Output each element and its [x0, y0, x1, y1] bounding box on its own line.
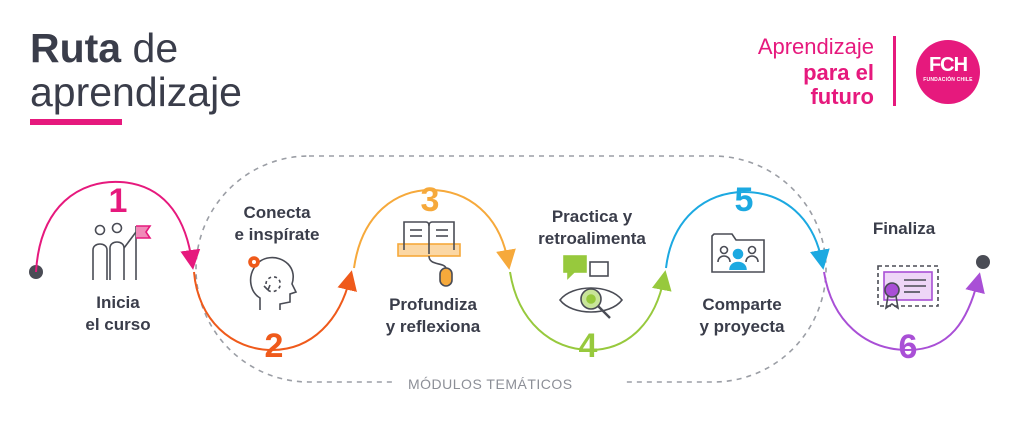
path-segment-2 — [193, 270, 357, 352]
eye-chat-icon — [558, 255, 624, 319]
step-2-line1: Conecta — [243, 203, 311, 222]
step-number-4: 4 — [579, 327, 598, 365]
step-1-line2: el curso — [85, 315, 151, 334]
step-5-line1: Comparte — [702, 295, 782, 314]
modules-label: MÓDULOS TEMÁTICOS — [408, 376, 573, 392]
step-4-line1: Practica y — [551, 207, 633, 226]
step-number-1: 1 — [109, 182, 128, 220]
page-title: Ruta de — [30, 26, 178, 70]
step-number-5: 5 — [735, 181, 754, 219]
step-3-line1: Profundiza — [389, 295, 477, 314]
folder-people-icon — [711, 233, 765, 273]
path-segment-5 — [665, 190, 830, 270]
step-label-2: Conecta e inspírate — [222, 202, 332, 246]
tagline-line1: Aprendizaje — [757, 34, 874, 59]
title-rest: de — [132, 25, 179, 71]
logo-subtext: FUNDACIÓN CHILE — [923, 77, 973, 83]
people-flag-icon — [92, 222, 152, 280]
path-segment-3 — [353, 188, 516, 270]
step-1-line1: Inicia — [96, 293, 140, 312]
title-bold: Ruta — [30, 25, 122, 71]
tagline-line3: futuro — [810, 84, 874, 109]
certificate-icon — [877, 265, 939, 310]
step-4-line2: retroalimenta — [538, 229, 646, 248]
modules-label-bg — [396, 370, 624, 392]
step-3-line2: y reflexiona — [385, 317, 481, 336]
path-segment-4 — [509, 270, 672, 352]
step-label-6: Finaliza — [856, 218, 952, 240]
step-label-5: Comparte y proyecta — [680, 294, 804, 338]
step-6-line1: Finaliza — [872, 219, 936, 238]
page-title-line2: aprendizaje — [30, 69, 242, 115]
step-label-4: Practica y retroalimenta — [522, 206, 662, 250]
step-label-3: Profundiza y reflexiona — [370, 294, 496, 338]
step-number-2: 2 — [265, 327, 284, 365]
title-underline — [30, 119, 122, 125]
step-2-line2: e inspírate — [234, 225, 320, 244]
step-5-line2: y proyecta — [699, 317, 785, 336]
head-gear-icon — [248, 256, 298, 310]
step-number-6: 6 — [899, 328, 918, 366]
path-segment-1 — [35, 180, 201, 273]
fch-logo: FCH FUNDACIÓN CHILE — [916, 40, 980, 104]
book-mouse-icon — [397, 221, 461, 287]
logo-text: FCH — [928, 54, 968, 76]
end-dot — [976, 255, 990, 269]
tagline-line2: para el — [803, 60, 874, 85]
step-number-3: 3 — [421, 181, 440, 219]
divider — [893, 36, 896, 106]
path-segment-6 — [823, 271, 985, 352]
step-label-1: Inicia el curso — [76, 292, 160, 336]
